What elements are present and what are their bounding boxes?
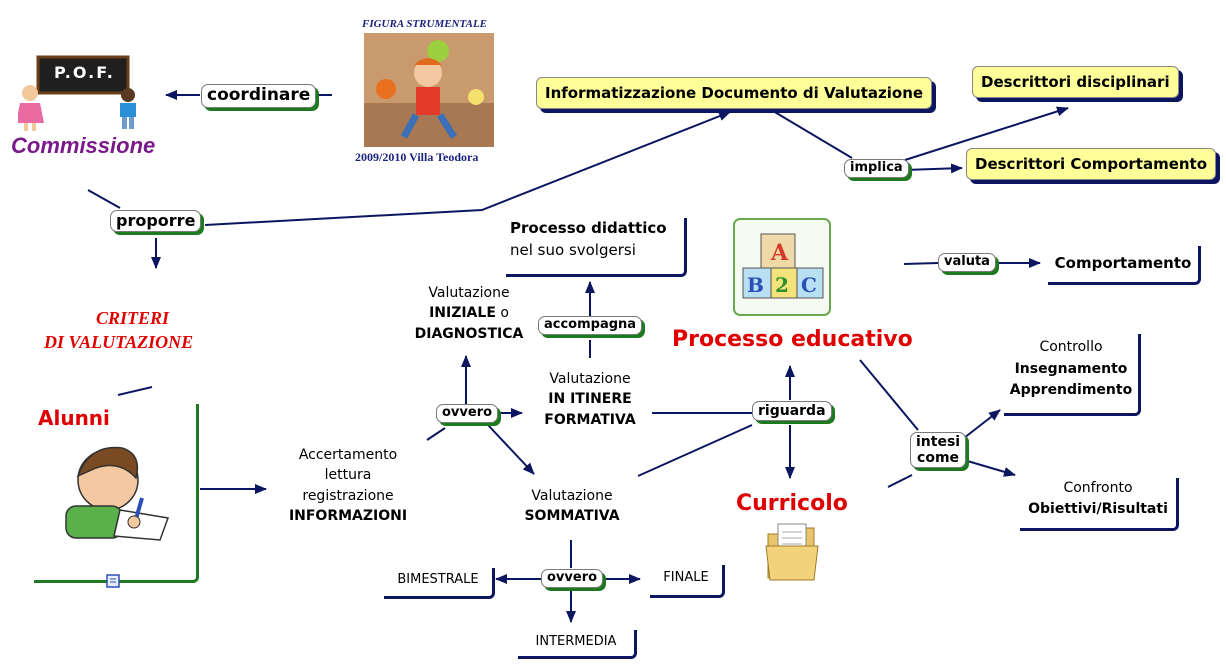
controllo-line-1: Controllo: [1039, 339, 1103, 355]
svg-text:2: 2: [775, 273, 789, 297]
controllo-line-2: Insegnamento: [1014, 360, 1128, 377]
folder-document-icon: [764, 520, 820, 582]
link-intesi-line-1: intesi: [916, 434, 961, 450]
processo-didattico-line-2: nel suo svolgersi: [510, 240, 636, 259]
confronto-line-1: Confronto: [1063, 480, 1133, 496]
accertamento-line-3: registrazione: [302, 487, 394, 504]
criteri-title-1: CRITERI: [96, 308, 170, 328]
intermedia-node: INTERMEDIA: [518, 630, 637, 659]
link-ovvero-2: ovvero: [541, 569, 604, 588]
accertamento-line-4: INFORMAZIONI: [288, 507, 408, 524]
link-intesi-come: intesi come: [910, 432, 967, 469]
criteri-title-2: DI VALUTAZIONE: [44, 332, 194, 352]
link-coordinare: coordinare: [201, 84, 317, 108]
confronto-line-2: Obiettivi/Risultati: [1028, 501, 1168, 517]
svg-text:C: C: [801, 273, 817, 297]
link-riguarda: riguarda: [752, 401, 832, 422]
link-implica: implica: [844, 159, 909, 178]
val-itinere-line-1: Valutazione: [549, 371, 631, 387]
processo-didattico-line-1: Processo didattico: [510, 219, 667, 237]
accertamento-line-2: lettura: [324, 467, 372, 484]
curricolo-node: Curricolo: [736, 491, 848, 516]
valutazione-itinere-node: Valutazione IN ITINERE FORMATIVA: [528, 369, 652, 430]
figura-strumentale-title: FIGURA STRUMENTALE: [362, 18, 488, 30]
finale-node: FINALE: [650, 565, 725, 598]
figura-strumentale-image: [364, 33, 494, 147]
child-writing-image: [50, 436, 180, 544]
val-iniziale-line-2: INIZIALE: [429, 305, 496, 322]
comportamento-node: Comportamento: [1048, 246, 1201, 285]
pof-blackboard-icon: P.O.F.: [16, 55, 142, 131]
descrittori-comportamento-node: Descrittori Comportamento: [966, 148, 1217, 180]
valutazione-iniziale-node: Valutazione INIZIALE o DIAGNOSTICA: [405, 283, 533, 344]
svg-text:B: B: [747, 273, 764, 297]
descrittori-disciplinari-node: Descrittori disciplinari: [972, 66, 1179, 98]
commissione-node: Commissione: [11, 133, 156, 158]
val-itinere-line-3: FORMATIVA: [544, 411, 636, 428]
link-accompagna: accompagna: [538, 316, 643, 335]
note-icon[interactable]: [106, 573, 120, 588]
anno-scolastico: 2009/2010 Villa Teodora: [355, 150, 479, 164]
link-ovvero-1: ovvero: [436, 404, 499, 423]
confronto-node: Confronto Obiettivi/Risultati: [1020, 478, 1179, 531]
informatizzazione-node: Informatizzazione Documento di Valutazio…: [536, 77, 933, 109]
val-iniziale-line-1: Valutazione: [428, 285, 510, 301]
val-itinere-line-2: IN ITINERE: [548, 391, 632, 408]
pof-label: P.O.F.: [54, 63, 115, 82]
val-iniziale-line-3: DIAGNOSTICA: [414, 325, 524, 342]
controllo-node: Controllo Insegnamento Apprendimento: [1004, 334, 1141, 416]
bimestrale-node: BIMESTRALE: [384, 568, 495, 599]
link-intesi-line-2: come: [917, 450, 960, 467]
accertamento-line-1: Accertamento: [298, 447, 398, 463]
val-sommativa-line-2: SOMMATIVA: [524, 508, 620, 525]
processo-didattico-node: Processo didattico nel suo svolgersi: [506, 218, 687, 277]
controllo-line-3: Apprendimento: [1009, 382, 1133, 399]
alunni-node: Alunni: [38, 406, 110, 430]
processo-educativo-node: Processo educativo: [672, 327, 913, 352]
val-iniziale-o: o: [500, 305, 509, 322]
accertamento-node: Accertamento lettura registrazione INFOR…: [278, 445, 418, 526]
svg-text:A: A: [770, 240, 789, 266]
val-sommativa-line-1: Valutazione: [531, 488, 613, 504]
link-proporre: proporre: [110, 210, 202, 233]
link-valuta: valuta: [938, 253, 996, 272]
abc-blocks-icon: A B 2 C: [733, 218, 831, 316]
valutazione-sommativa-node: Valutazione SOMMATIVA: [512, 486, 632, 527]
